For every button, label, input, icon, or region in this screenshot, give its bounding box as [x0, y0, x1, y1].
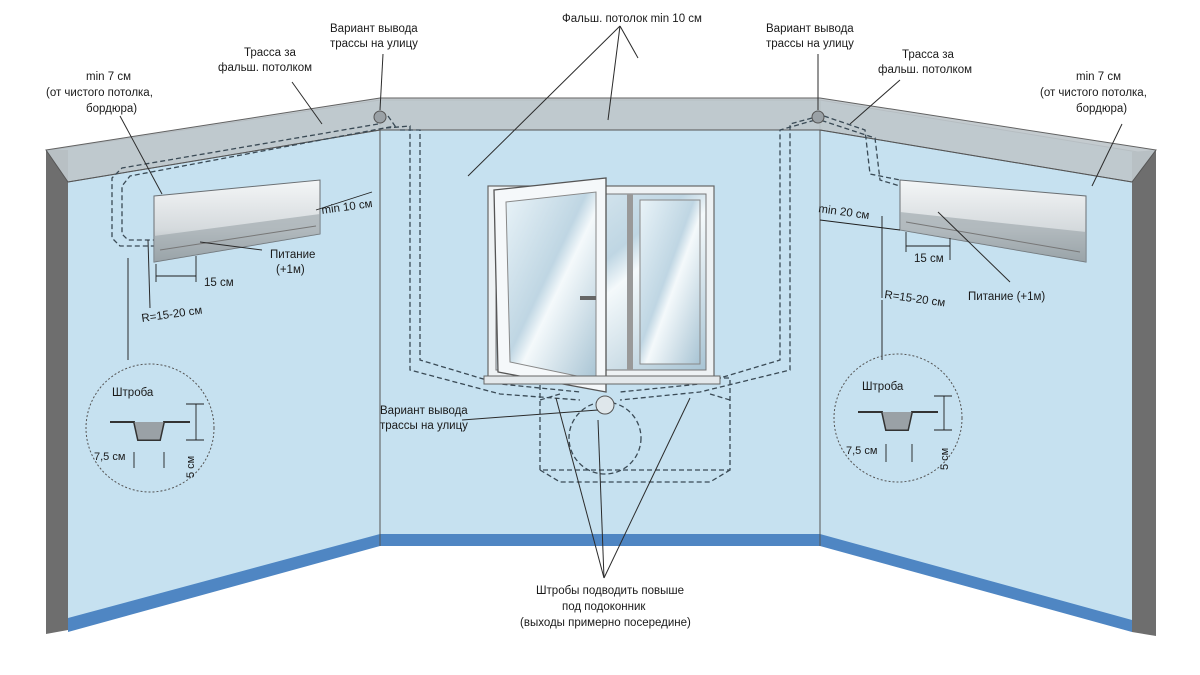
power-left-1: Питание	[270, 249, 315, 261]
min7-left-1: min 7 см	[86, 71, 131, 83]
route-right-1: Трасса за	[902, 49, 955, 61]
bottom-note-2: под подоконник	[562, 601, 646, 613]
min7-right-1: min 7 см	[1076, 71, 1121, 83]
labels: Фальш. потолок min 10 см Вариант вывода …	[46, 13, 1147, 629]
exit-option-right-1: Вариант вывода	[766, 23, 854, 35]
cm75-right-label: 7,5 см	[846, 445, 877, 457]
ac-unit-left	[153, 179, 321, 263]
exit-option-left-1: Вариант вывода	[330, 23, 418, 35]
exit-hole-right	[811, 110, 825, 124]
route-right-2: фальш. потолком	[878, 64, 972, 76]
min7-left-2: (от чистого потолка,	[46, 87, 153, 99]
exit-hole-center	[595, 395, 615, 415]
cm75-left-label: 7,5 см	[94, 451, 125, 463]
cm5-left-label: 5 см	[185, 456, 197, 478]
cm15-left-label: 15 см	[204, 277, 234, 289]
leader-lines	[119, 25, 1123, 579]
min7-left-3: бордюра)	[86, 103, 137, 115]
ceiling-edge-line	[67, 129, 1133, 183]
exit-option-right-2: трассы на улицу	[766, 38, 854, 50]
min7-right-3: бордюра)	[1076, 103, 1127, 115]
baseboard-right	[820, 534, 1132, 632]
left-wall-edge	[46, 150, 68, 634]
groove-left-label: Штроба	[112, 387, 154, 399]
exit-option-center-1: Вариант вывода	[380, 405, 468, 417]
bottom-note-1: Штробы подводить повыше	[536, 585, 684, 597]
groove-detail-right	[833, 353, 963, 483]
cm15-right-label: 15 см	[914, 253, 944, 265]
dimensions	[155, 191, 951, 282]
pipe-routes	[111, 115, 901, 483]
window	[483, 177, 721, 393]
right-wall-edge	[1132, 150, 1156, 636]
false-ceiling-label: Фальш. потолок min 10 см	[562, 13, 702, 25]
baseboard-back	[380, 534, 820, 546]
power-left-2: (+1м)	[276, 264, 305, 276]
ac-unit-right	[899, 179, 1087, 263]
groove-detail-left	[85, 363, 215, 493]
min7-right-2: (от чистого потолка,	[1040, 87, 1147, 99]
baseboard-left	[68, 534, 380, 632]
exit-option-center-2: трассы на улицу	[380, 420, 468, 432]
route-left-2: фальш. потолком	[218, 62, 312, 74]
bottom-note-3: (выходы примерно посередине)	[520, 617, 691, 629]
exit-option-left-2: трассы на улицу	[330, 38, 418, 50]
route-left-1: Трасса за	[244, 47, 297, 59]
power-right-label: Питание (+1м)	[968, 291, 1045, 303]
exit-hole-left	[373, 110, 387, 124]
cm5-right-label: 5 см	[939, 448, 951, 470]
groove-right-label: Штроба	[862, 381, 904, 393]
